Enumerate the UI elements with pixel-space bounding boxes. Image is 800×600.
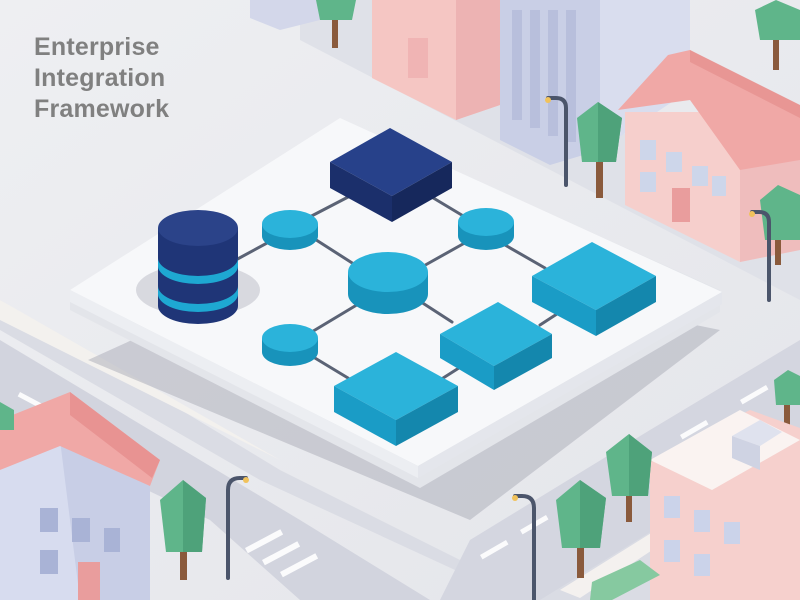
grass-bottom-right — [590, 560, 660, 600]
building-pink-bottom-left — [0, 392, 160, 600]
disc-node-left-upper — [262, 210, 318, 250]
title-line-1: Enterprise — [34, 33, 160, 61]
tree-right-lower — [774, 370, 800, 425]
title-line-3: Framework — [34, 95, 170, 123]
building-pink-bottom-right — [650, 410, 800, 600]
building-top-left-corner — [250, 0, 320, 30]
tree-top-1 — [316, 0, 356, 48]
tree-right-upper — [577, 102, 622, 198]
tree-left-edge — [0, 402, 14, 430]
tree-bottom-right-2 — [606, 434, 652, 522]
page-title: Enterprise Integration Framework — [34, 32, 169, 125]
disc-node-right — [458, 208, 514, 250]
right-block-node — [532, 242, 656, 336]
building-pink-top — [372, 0, 500, 120]
building-blue-top — [500, 0, 690, 165]
bottom-block-node — [334, 352, 458, 446]
tree-top-right — [755, 0, 800, 70]
top-block-node — [330, 128, 452, 222]
title-line-2: Integration — [34, 64, 166, 92]
disc-node-left-lower — [262, 324, 318, 366]
middle-block-node — [440, 302, 552, 390]
building-pink-right — [618, 50, 800, 262]
lamppost-bottom-left — [226, 476, 249, 580]
lamppost-bottom-center — [512, 494, 536, 600]
lamppost-top — [545, 96, 568, 187]
tree-bottom-left — [160, 480, 206, 580]
database-node — [136, 210, 260, 324]
lamppost-right — [749, 210, 771, 302]
tree-bottom-right-1 — [556, 480, 606, 578]
disc-node-hub — [348, 252, 428, 314]
